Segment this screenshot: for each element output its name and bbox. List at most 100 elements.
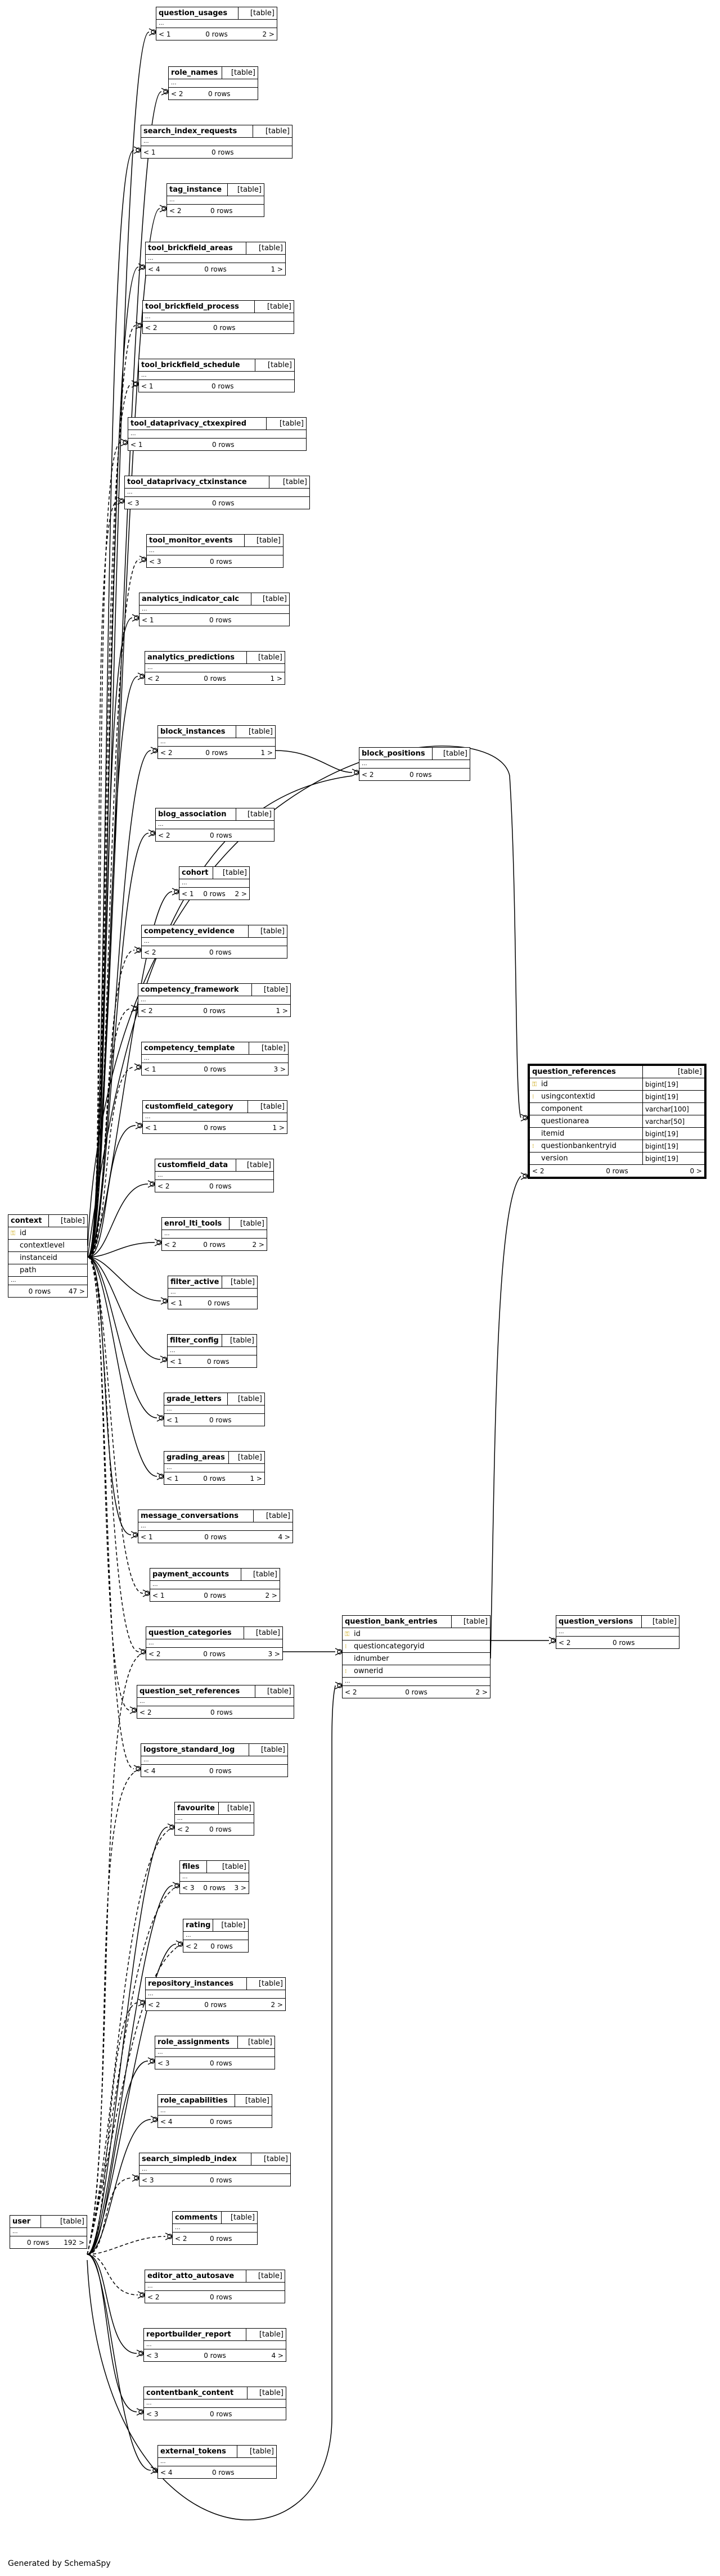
parent-count[interactable]: < 1 [159,30,171,38]
table-name[interactable]: question_references [528,1064,643,1078]
table-name[interactable]: customfield_data [154,1159,237,1172]
table-name[interactable]: tool_brickfield_schedule [138,359,256,372]
table-name[interactable]: favourite [174,1802,219,1815]
child-count[interactable]: 1 > [272,1123,285,1132]
child-count[interactable]: 2 > [265,1591,277,1599]
table-name[interactable]: editor_atto_autosave [144,2270,247,2283]
child-count[interactable]: 2 > [271,2000,283,2009]
table-name[interactable]: analytics_indicator_calc [138,593,252,605]
table-name[interactable]: tool_brickfield_process [142,300,255,313]
parent-count[interactable]: < 4 [160,2468,173,2476]
parent-count[interactable]: < 3 [142,2176,154,2184]
table-name[interactable]: role_capabilities [158,2094,235,2107]
table-name[interactable]: enrol_lti_tools [161,1217,230,1230]
table-name[interactable]: external_tokens [157,2445,238,2458]
child-count[interactable]: 3 > [268,1649,280,1658]
column-row[interactable]: ⁝ownerid [342,1665,490,1678]
table-name[interactable]: block_positions [358,747,433,760]
table-name[interactable]: question_bank_entries [342,1615,452,1628]
table-name[interactable]: filter_active [167,1276,223,1289]
parent-count[interactable]: < 1 [144,1065,156,1073]
column-row[interactable]: ⚿id [342,1628,490,1640]
parent-count[interactable]: < 1 [182,889,194,898]
table-name[interactable]: block_instances [157,725,237,738]
parent-count[interactable]: < 2 [140,1708,152,1716]
table-tool-dataprivacy-ctxinstance[interactable]: tool_dataprivacy_ctxinstance[table]...< … [124,476,310,509]
parent-count[interactable]: < 2 [164,1240,177,1249]
column-row[interactable]: ⁝questioncategoryid [342,1640,490,1653]
table-name[interactable]: reportbuilder_report [143,2328,247,2341]
parent-count[interactable]: < 4 [148,265,160,273]
parent-count[interactable]: < 2 [147,674,160,683]
parent-count[interactable]: < 2 [148,2000,160,2009]
table-name[interactable]: tag_instance [166,183,228,196]
parent-count[interactable]: < 1 [166,1474,179,1483]
child-count[interactable]: 0 > [690,1167,702,1175]
table-name[interactable]: question_categories [145,1626,245,1639]
table-name[interactable]: filter_config [167,1334,222,1347]
parent-count[interactable]: < 1 [141,1533,153,1541]
child-count[interactable]: 3 > [273,1065,286,1073]
child-count[interactable]: 1 > [276,1006,288,1015]
table-name[interactable]: question_usages [156,7,238,20]
parent-count[interactable]: < 1 [152,1591,165,1599]
child-count[interactable]: 1 > [271,265,283,273]
table-name[interactable]: comments [172,2211,222,2224]
parent-count[interactable]: < 3 [146,2351,159,2360]
table-name[interactable]: grading_areas [163,1451,230,1464]
child-count[interactable]: 2 > [475,1688,488,1696]
table-name[interactable]: logstore_standard_log [141,1743,249,1756]
table-name[interactable]: tool_monitor_events [146,534,245,547]
table-name[interactable]: competency_evidence [141,925,249,938]
table-name[interactable]: search_simpledb_index [138,2153,252,2166]
parent-count[interactable]: < 2 [148,1649,161,1658]
table-name[interactable]: role_assignments [155,2036,238,2049]
parent-count[interactable]: < 1 [143,148,156,156]
parent-count[interactable]: < 2 [144,948,156,956]
parent-count[interactable]: < 3 [146,2410,159,2418]
parent-count[interactable]: < 2 [147,2293,160,2301]
child-count[interactable]: 2 > [252,1240,264,1249]
table-name[interactable]: repository_instances [145,1977,247,1990]
child-count[interactable]: 1 > [270,674,282,683]
parent-count[interactable]: < 3 [149,557,161,566]
table-tool-dataprivacy-ctxexpired[interactable]: tool_dataprivacy_ctxexpired[table]...< 1… [128,417,307,451]
parent-count[interactable]: < 2 [169,206,182,215]
table-name[interactable]: grade_letters [163,1393,228,1405]
child-count[interactable]: 3 > [234,1883,246,1892]
table-name[interactable]: question_set_references [137,1685,255,1698]
parent-count[interactable]: < 3 [158,2059,170,2067]
parent-count[interactable]: < 3 [127,499,140,507]
table-name[interactable]: question_versions [555,1615,642,1628]
table-name[interactable]: context [8,1214,49,1227]
